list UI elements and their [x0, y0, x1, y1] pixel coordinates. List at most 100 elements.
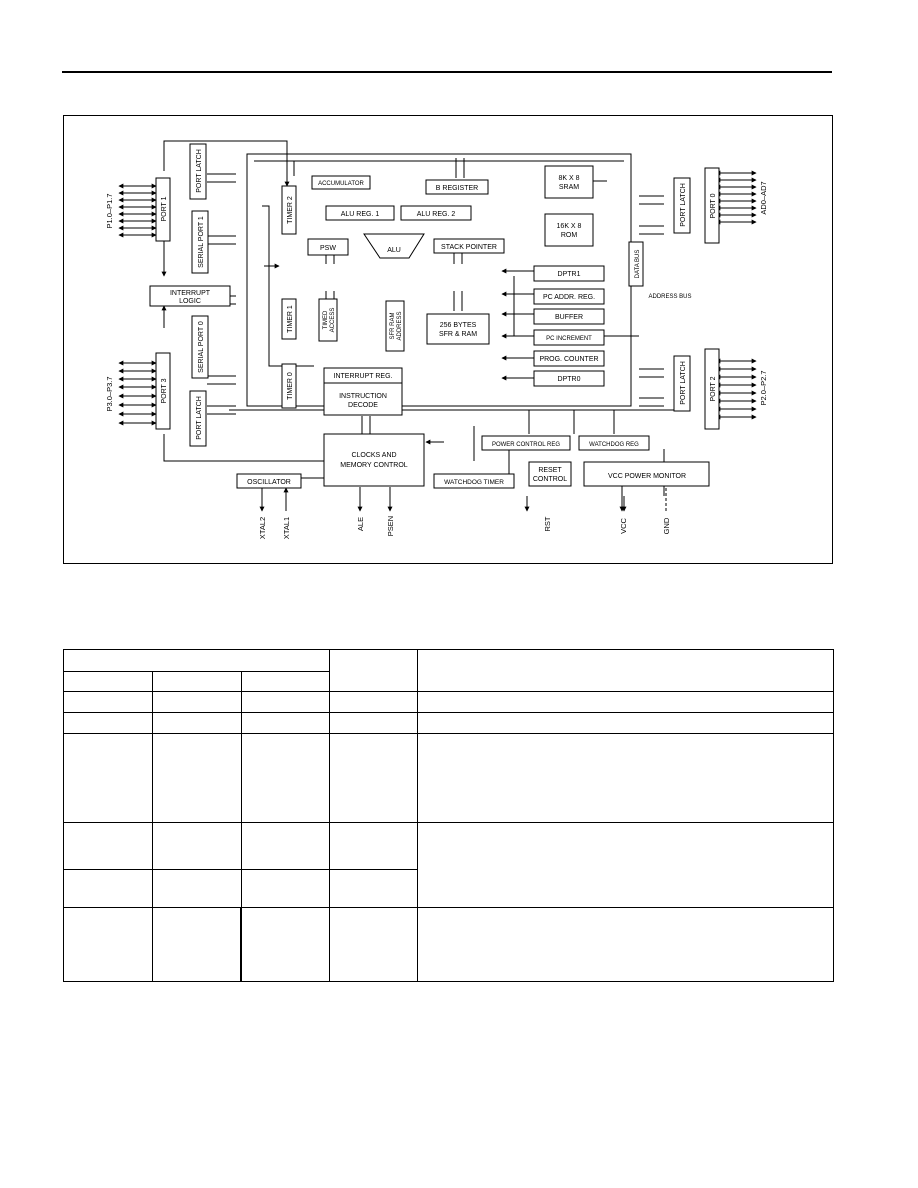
table-cell [64, 823, 153, 870]
stack-pointer-label: STACK POINTER [441, 244, 497, 251]
dptr1-block [533, 265, 605, 282]
gnd-pin-label: GND [662, 517, 671, 534]
table-cell [153, 870, 242, 908]
pin-description-table [63, 649, 834, 982]
port-latch-1-block [189, 143, 207, 200]
psw-block [307, 238, 349, 256]
power-control-reg-block [481, 435, 571, 451]
timer0-label: TIMER 0 [287, 372, 294, 400]
vcc-power-monitor-block [583, 461, 710, 487]
timer2-label: TIMER 2 [287, 196, 294, 224]
table-cell [330, 870, 418, 908]
instruction-decode-label-1: INSTRUCTION [339, 393, 387, 400]
internal-bus [246, 153, 632, 407]
table-cell [418, 823, 833, 908]
port2-label: PORT 2 [710, 376, 717, 401]
table-cell [330, 734, 418, 823]
p1-pins-label: P1.0–P1.7 [105, 193, 114, 228]
sram-label-1: 8K X 8 [558, 175, 579, 182]
table-header-cell [418, 650, 833, 692]
port-latch-2-block [673, 355, 691, 412]
table-cell [418, 908, 833, 981]
data-bus-label: DATA BUS [635, 250, 641, 279]
table-cell [64, 870, 153, 908]
interrupt-logic-block [149, 285, 231, 307]
table-cell [418, 734, 833, 823]
table-cell [330, 692, 418, 713]
sfr-ram-address-label-1: SFR RAM [390, 312, 396, 339]
instruction-decode-label-2: DECODE [348, 402, 378, 409]
reset-control-block [528, 461, 572, 487]
pc-addr-reg-label: PC ADDR. REG. [543, 294, 595, 301]
rst-pin-label: RST [543, 516, 552, 531]
sfr-ram-block [426, 313, 490, 345]
psen-pin-label: PSEN [386, 516, 395, 536]
oscillator-block [236, 473, 302, 489]
serial-port-1-block [191, 210, 209, 274]
rom-block [544, 213, 594, 247]
table-cell [330, 908, 418, 981]
sfr-ram-address-block [385, 300, 405, 352]
table-cell [153, 823, 242, 870]
table-cell [242, 734, 330, 823]
sram-label-2: SRAM [559, 184, 579, 191]
reset-control-label-1: RESET [538, 467, 562, 474]
interrupt-logic-label-1: INTERRUPT [170, 290, 211, 297]
instruction-decode-block [323, 382, 403, 416]
table-cell [330, 823, 418, 870]
timer0-block [281, 363, 297, 409]
ale-pin-label: ALE [356, 517, 365, 531]
buffer-label: BUFFER [555, 314, 583, 321]
table-cell [64, 692, 153, 713]
serial-port-0-label: SERIAL PORT 0 [198, 321, 205, 373]
accumulator-label: ACCUMULATOR [318, 181, 364, 187]
p0-pins-label: AD0–AD7 [759, 181, 768, 214]
vcc-pin-label: VCC [619, 518, 628, 534]
table-cell [242, 692, 330, 713]
dptr0-label: DPTR0 [558, 376, 581, 383]
b-register-block [425, 179, 489, 195]
prog-counter-label: PROG. COUNTER [539, 356, 598, 363]
sfr-ram-label-1: 256 BYTES [440, 322, 477, 329]
table-header-cell [330, 650, 418, 692]
timed-access-block [318, 298, 338, 342]
prog-counter-block [533, 350, 605, 367]
accumulator-block [311, 175, 371, 190]
address-bus-label: ADDRESS BUS [648, 294, 691, 300]
block-diagram-frame: PORT 1 PORT LATCH SERIAL PORT 1 INTERRUP… [63, 115, 833, 564]
port-latch-3-label: PORT LATCH [196, 396, 203, 440]
table-cell [153, 713, 242, 734]
table-cell [242, 908, 330, 981]
table-cell [418, 692, 833, 713]
alu-reg2-label: ALU REG. 2 [417, 211, 456, 218]
alu-reg1-block [325, 205, 395, 221]
timer2-block [281, 185, 297, 235]
table-cell [153, 908, 242, 981]
table-header-cell [64, 650, 330, 672]
port-latch-2-label: PORT LATCH [680, 361, 687, 405]
oscillator-label: OSCILLATOR [247, 479, 291, 486]
alu-reg1-label: ALU REG. 1 [341, 211, 380, 218]
table-cell [242, 713, 330, 734]
table-cell [242, 823, 330, 870]
pc-increment-label: PC INCREMENT [546, 336, 592, 342]
port3-block [155, 352, 171, 430]
pc-addr-reg-block [533, 288, 605, 305]
timer1-block [281, 298, 297, 340]
port-latch-0-label: PORT LATCH [680, 183, 687, 227]
port-latch-1-label: PORT LATCH [196, 149, 203, 193]
table-cell [64, 713, 153, 734]
clocks-label-1: CLOCKS AND [351, 452, 396, 459]
port0-label: PORT 0 [710, 193, 717, 218]
port1-block [155, 177, 171, 242]
interrupt-logic-label-2: LOGIC [179, 298, 201, 305]
rom-label-1: 16K X 8 [557, 223, 582, 230]
timed-access-label-1: TIMED [323, 310, 329, 329]
table-cell [330, 713, 418, 734]
alu-reg2-block [400, 205, 472, 221]
table-cell [153, 734, 242, 823]
table-cell [64, 734, 153, 823]
dptr1-label: DPTR1 [558, 271, 581, 278]
vcc-power-monitor-label: VCC POWER MONITOR [608, 473, 686, 480]
port-latch-0-block [673, 177, 691, 234]
